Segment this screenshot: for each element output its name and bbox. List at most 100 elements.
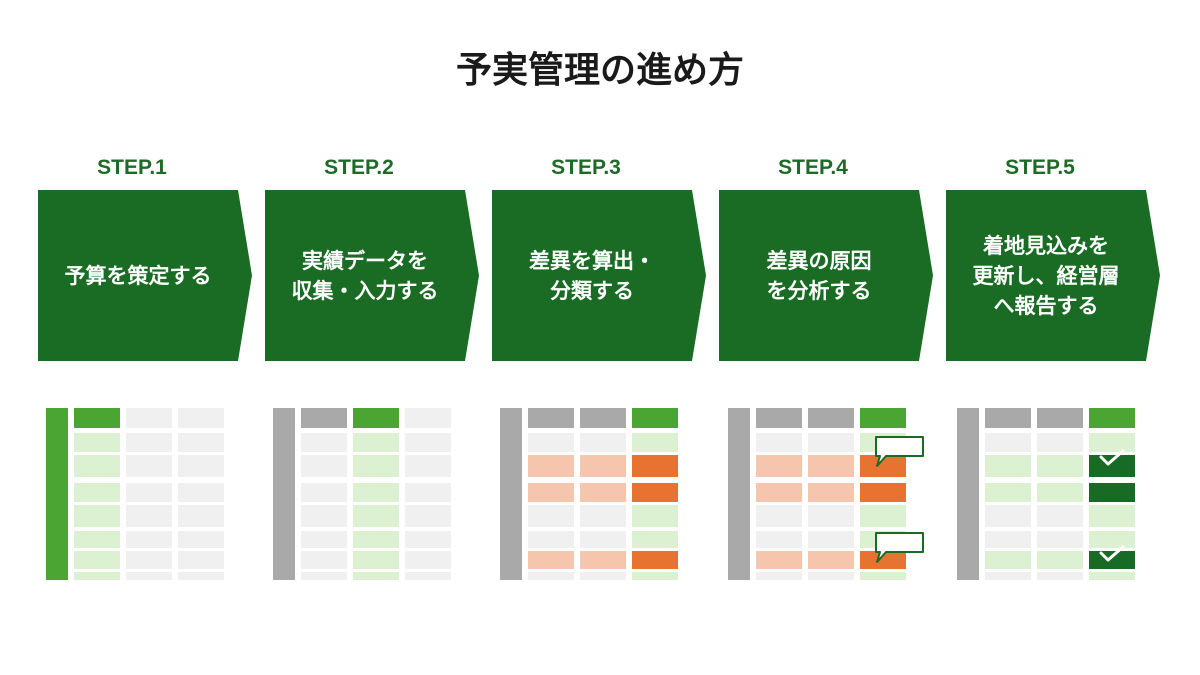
table-cell: [808, 551, 854, 569]
header-cell: [632, 408, 678, 428]
row-header-column: [957, 408, 979, 580]
table-cell: [632, 572, 678, 580]
table-cell: [860, 572, 906, 580]
table-cell: [808, 531, 854, 548]
table-cell: [178, 483, 224, 502]
check-icon: [1099, 545, 1125, 562]
table-cell: [860, 455, 906, 477]
table-cell: [178, 433, 224, 452]
table-cell: [580, 505, 626, 527]
table-cell: [74, 531, 120, 548]
table-cell: [1037, 572, 1083, 580]
table-cell: [528, 483, 574, 502]
table-cell: [632, 505, 678, 527]
step-text: 差異の原因 を分析する: [766, 248, 872, 303]
table-cell: [405, 531, 451, 548]
table-cell: [353, 551, 399, 569]
table-cell: [580, 433, 626, 452]
row-header-column: [500, 408, 522, 580]
table-cell: [126, 455, 172, 477]
header-cell: [808, 408, 854, 428]
spreadsheet-illustration: [728, 408, 928, 580]
table-cell: [74, 483, 120, 502]
table-cell: [301, 531, 347, 548]
check-icon: [1099, 449, 1125, 466]
table-cell: [74, 433, 120, 452]
table-cell: [405, 572, 451, 580]
table-cell: [301, 505, 347, 527]
header-cell: [1089, 408, 1135, 428]
spreadsheet-illustration: [957, 408, 1157, 580]
step-text: 予算を策定する: [64, 263, 212, 288]
table-cell: [1037, 551, 1083, 569]
table-cell: [860, 505, 906, 527]
table-cell: [860, 551, 906, 569]
step-label: STEP.1: [97, 156, 167, 179]
header-cell: [74, 408, 120, 428]
step-chevron: 差異の原因 を分析する: [719, 190, 933, 361]
table-cell: [1037, 531, 1083, 548]
table-cell: [528, 572, 574, 580]
table-cell: [756, 455, 802, 477]
table-cell: [126, 483, 172, 502]
table-cell: [756, 433, 802, 452]
table-cell: [126, 551, 172, 569]
table-cell: [756, 505, 802, 527]
table-cell: [1089, 483, 1135, 502]
table-cell: [178, 531, 224, 548]
header-cell: [756, 408, 802, 428]
table-cell: [405, 433, 451, 452]
table-cell: [985, 433, 1031, 452]
header-cell: [985, 408, 1031, 428]
row-header-column: [46, 408, 68, 580]
table-cell: [126, 531, 172, 548]
table-cell: [353, 433, 399, 452]
table-cell: [353, 572, 399, 580]
step-label: STEP.3: [551, 156, 621, 179]
header-cell: [126, 408, 172, 428]
table-cell: [301, 483, 347, 502]
table-cell: [1037, 505, 1083, 527]
step-chevron: 差異を算出・ 分類する: [492, 190, 706, 361]
table-cell: [632, 551, 678, 569]
table-cell: [528, 505, 574, 527]
comment-bubble-icon: [875, 532, 924, 563]
header-cell: [580, 408, 626, 428]
table-cell: [632, 483, 678, 502]
table-cell: [808, 483, 854, 502]
table-cell: [74, 505, 120, 527]
table-cell: [1089, 455, 1135, 477]
table-cell: [301, 455, 347, 477]
table-cell: [1089, 505, 1135, 527]
page-title: 予実管理の進め方: [455, 50, 744, 91]
table-cell: [301, 572, 347, 580]
header-cell: [528, 408, 574, 428]
table-cell: [985, 551, 1031, 569]
header-cell: [1037, 408, 1083, 428]
table-cell: [178, 551, 224, 569]
table-cell: [1089, 572, 1135, 580]
table-cell: [756, 551, 802, 569]
table-cell: [1037, 483, 1083, 502]
row-header-column: [273, 408, 295, 580]
table-cell: [126, 505, 172, 527]
table-cell: [985, 572, 1031, 580]
table-cell: [808, 505, 854, 527]
step-chevron: 予算を策定する: [38, 190, 252, 361]
table-cell: [756, 483, 802, 502]
table-cell: [301, 433, 347, 452]
table-cell: [860, 483, 906, 502]
table-cell: [985, 505, 1031, 527]
table-cell: [580, 483, 626, 502]
spreadsheet-illustration: [500, 408, 700, 580]
table-cell: [1089, 531, 1135, 548]
table-cell: [74, 551, 120, 569]
table-cell: [985, 483, 1031, 502]
table-cell: [632, 531, 678, 548]
header-cell: [178, 408, 224, 428]
table-cell: [756, 531, 802, 548]
table-cell: [632, 455, 678, 477]
table-cell: [178, 455, 224, 477]
step-label: STEP.4: [778, 156, 848, 179]
table-cell: [1037, 433, 1083, 452]
